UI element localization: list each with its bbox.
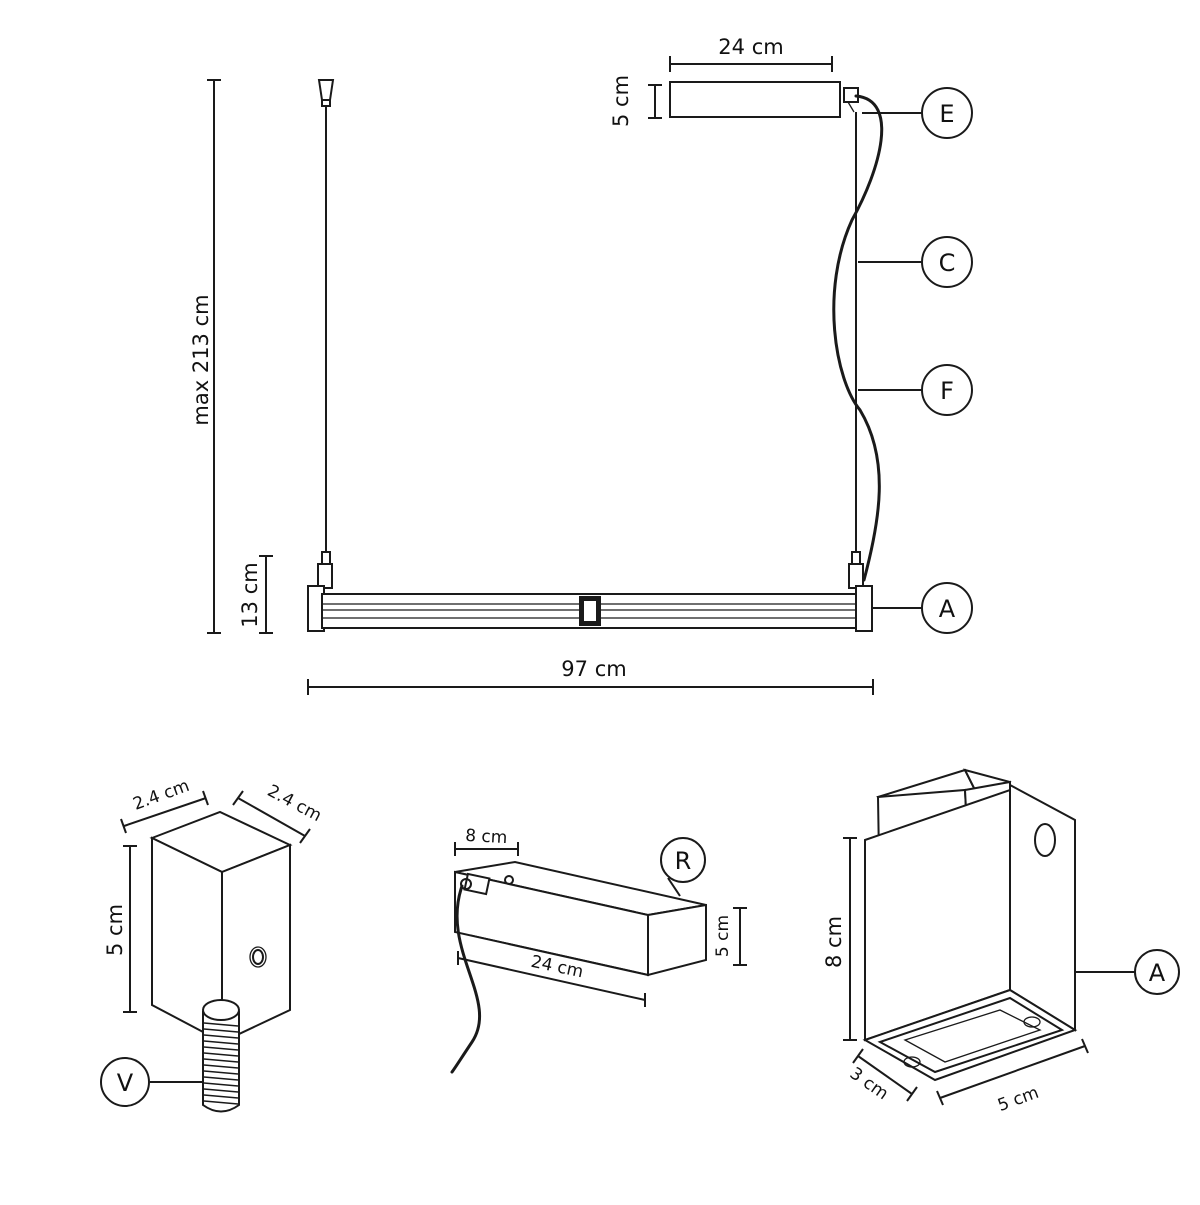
callout-a: A [873,582,973,634]
bar-height-label: 13 cm [238,562,262,627]
canopy-width-dimension: 24 cm [669,35,833,72]
svg-text:E: E [939,100,954,128]
svg-text:R: R [675,847,692,875]
callout-v: V [100,1057,203,1107]
bar-height-dimension: 13 cm [238,555,273,634]
connector-depth-label: 3 cm [846,1064,892,1105]
connector-detail: 8 cm 3 cm 5 cm A [822,768,1180,1116]
callout-f: F [858,364,973,416]
end-cap-depth-label: 2.4 cm [264,781,325,826]
bar-width-dimension: 97 cm [307,657,874,695]
callout-c: C [858,236,973,288]
lamp-bar [307,563,873,632]
left-suspension-wire [317,79,335,565]
canopy-height-dimension: 5 cm [609,75,662,127]
canopy-height-label: 5 cm [609,75,633,127]
callout-a-detail: A [1075,949,1180,995]
power-cable [832,94,884,582]
total-height-dimension: max 213 cm [189,79,221,634]
svg-text:A: A [1149,959,1166,987]
end-cap-height-label: 5 cm [103,904,127,956]
driver-box-detail: 8 cm 24 cm 5 cm R [450,826,747,1074]
driver-height-label: 5 cm [713,915,733,957]
svg-text:C: C [939,249,956,277]
connector-height-label: 8 cm [822,916,846,968]
svg-text:V: V [117,1069,134,1097]
main-elevation-view: 24 cm 5 cm [189,35,973,695]
end-cap-width-label: 2.4 cm [130,776,192,815]
bar-width-label: 97 cm [561,657,626,681]
driver-cable [450,884,482,1074]
threaded-rod [202,999,240,1113]
right-suspension-wire [851,112,861,565]
callout-r: R [660,837,706,897]
callout-e: E [862,87,973,139]
driver-depth-label: 8 cm [465,826,508,848]
svg-text:A: A [939,595,956,623]
canopy-width-label: 24 cm [718,35,783,59]
canopy [669,81,841,118]
svg-text:F: F [940,377,954,405]
connector-width-label: 5 cm [995,1083,1041,1116]
end-cap-detail: 2.4 cm 2.4 cm 5 cm V [100,776,325,1113]
total-height-label: max 213 cm [189,294,213,425]
